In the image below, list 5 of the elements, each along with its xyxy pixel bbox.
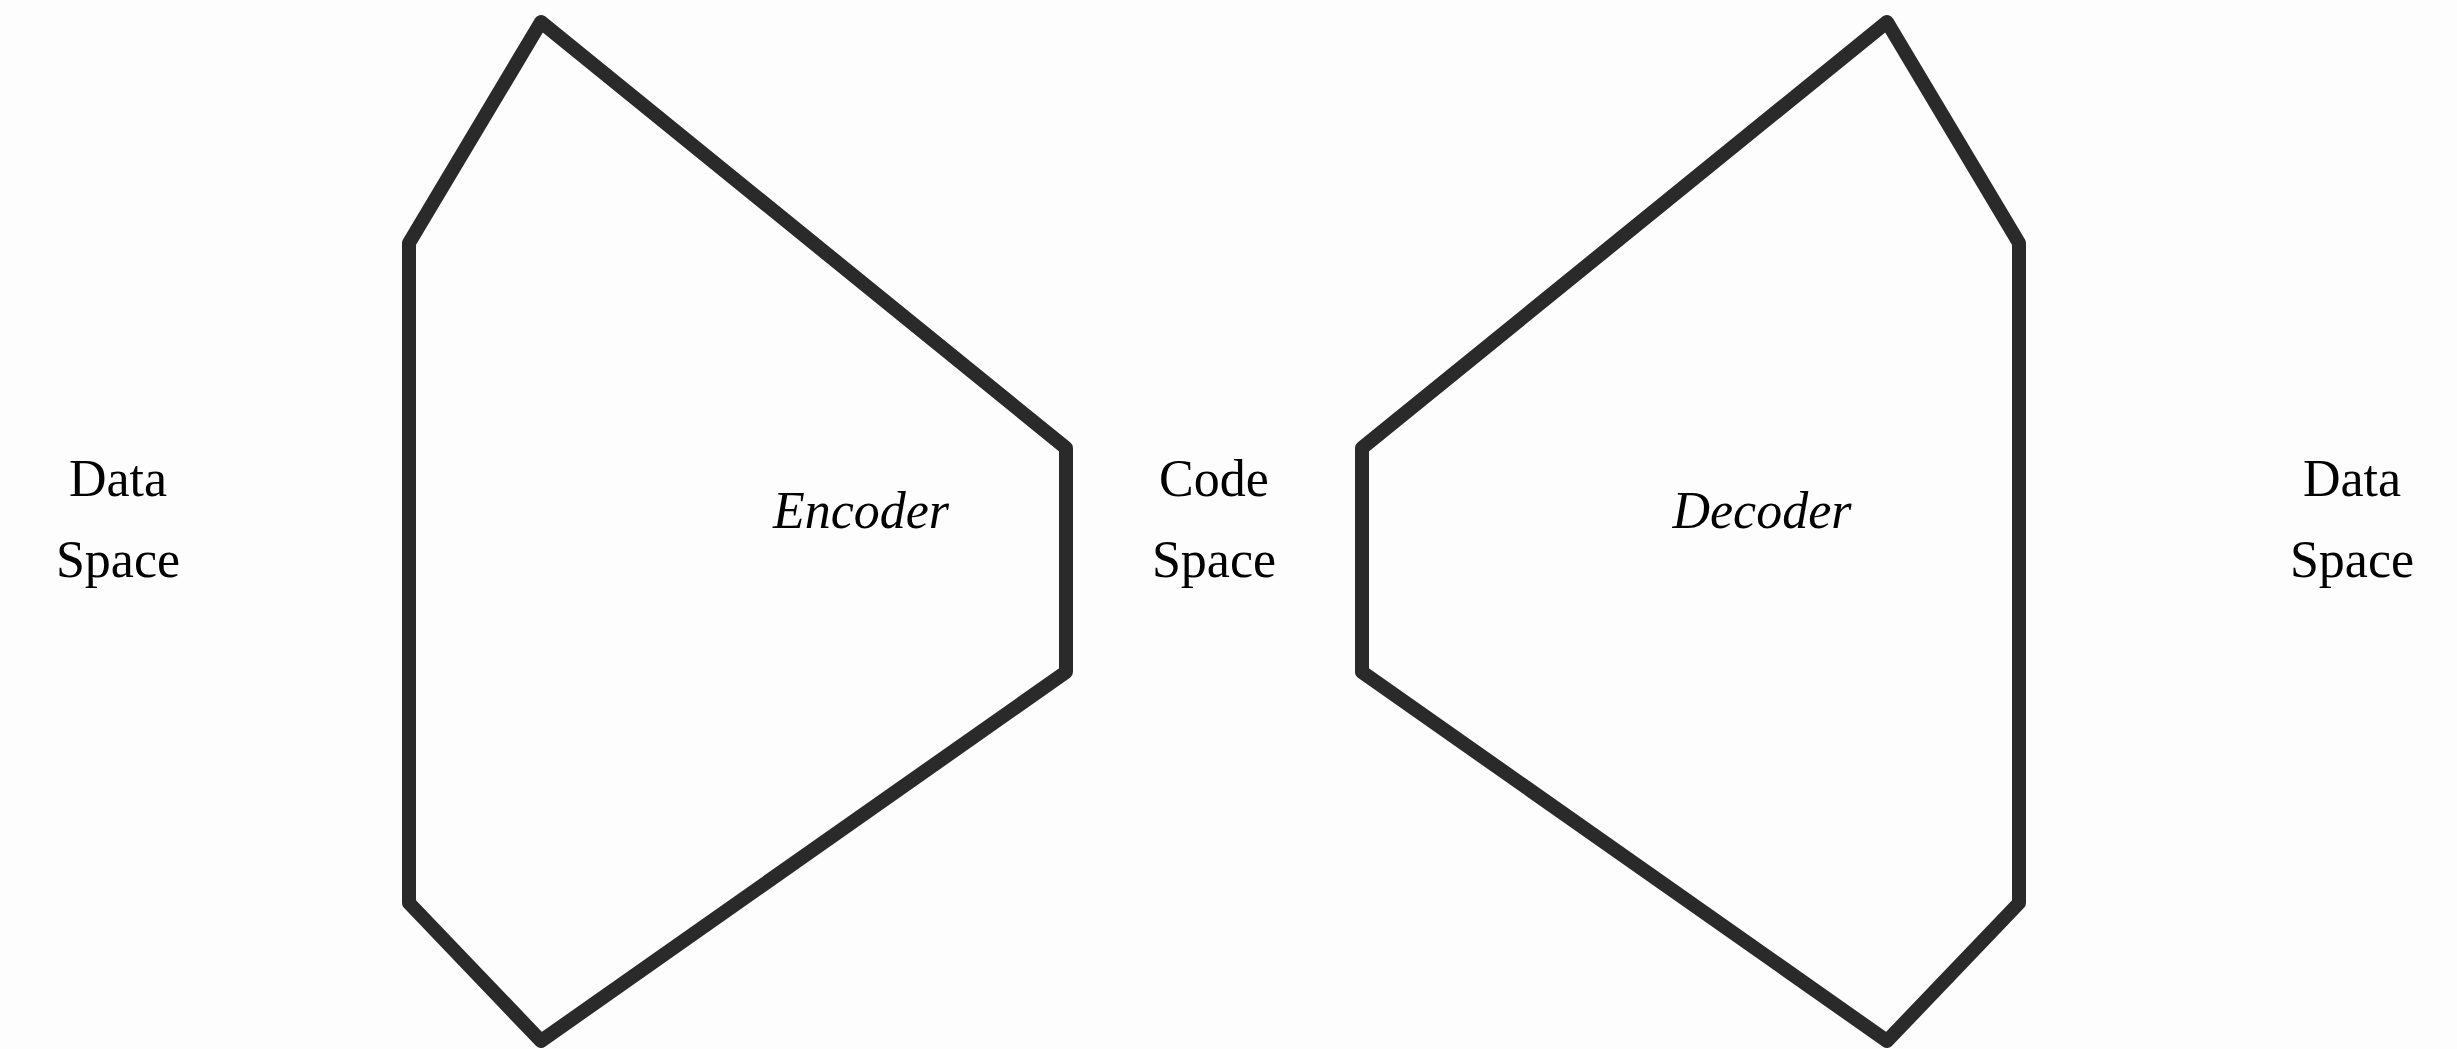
space-label: Code Space xyxy=(1150,449,1278,590)
space-label: Data Space xyxy=(54,449,182,590)
space-label: Data Space xyxy=(2288,449,2416,590)
block-label: Encoder xyxy=(772,480,950,540)
block-label: Decoder xyxy=(1672,480,1852,540)
